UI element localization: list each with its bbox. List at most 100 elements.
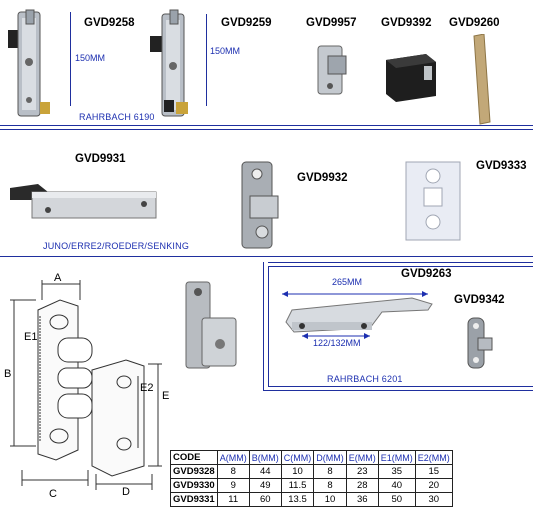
dimension-label-265: 265MM — [332, 277, 363, 287]
striker-icon — [317, 45, 347, 95]
table-cell: 13.5 — [280, 492, 315, 507]
table-cell: 10 — [280, 464, 315, 479]
diagram-label-e: E — [162, 390, 170, 402]
table-cell: 15 — [414, 464, 453, 479]
arrow-icon — [282, 291, 428, 297]
table-cell: 28 — [345, 478, 379, 493]
divider-top — [0, 125, 533, 126]
code-gvd9342: GVD9342 — [454, 294, 505, 306]
technical-drawing — [2, 270, 168, 506]
code-gvd9957: GVD9957 — [306, 17, 357, 29]
table-cell: 35 — [377, 464, 416, 479]
dimension-line — [70, 12, 71, 106]
product-image-gvd9260 — [468, 33, 494, 126]
table-row: GVD9330 9 49 11.5 8 28 40 20 — [170, 478, 453, 493]
diagram-label-e1: E1 — [24, 331, 38, 343]
table-header: C(MM) — [280, 450, 315, 465]
hinge-diagram — [10, 280, 162, 490]
product-image-gvd9932 — [238, 160, 286, 250]
hook-icon — [467, 317, 493, 369]
code-gvd9932: GVD9932 — [297, 172, 348, 184]
divider-middle — [0, 256, 533, 257]
table-header: CODE — [170, 450, 218, 465]
table-cell: GVD9331 — [170, 492, 218, 507]
latch-icon — [8, 9, 50, 117]
table-header: E(MM) — [345, 450, 379, 465]
keeper-icon — [241, 161, 279, 249]
dimension-label-9258: 150MM — [75, 53, 106, 63]
code-gvd9392: GVD9392 — [381, 17, 432, 29]
latch-icon — [150, 9, 188, 117]
box-left-border-2 — [268, 266, 269, 386]
arrow-icon — [302, 333, 370, 339]
table-cell: 49 — [248, 478, 282, 493]
product-image-gvd9333 — [404, 160, 462, 242]
diagram-label-d: D — [122, 486, 130, 498]
lever-handle-icon — [285, 297, 433, 333]
table-cell: GVD9330 — [170, 478, 218, 493]
note-rahrbach-6190: RAHRBACH 6190 — [79, 112, 155, 122]
spec-table: CODE A(MM) B(MM) C(MM) D(MM) E(MM) E1(MM… — [170, 450, 453, 507]
box-top-border — [268, 262, 533, 263]
product-image-gvd9957 — [312, 42, 352, 98]
diagram-label-b: B — [4, 368, 12, 380]
table-cell: 23 — [345, 464, 379, 479]
dimension-arrow-122 — [300, 327, 372, 339]
code-gvd9260: GVD9260 — [449, 17, 500, 29]
plate-icon — [405, 161, 461, 241]
dimension-label-9259: 150MM — [210, 46, 241, 56]
table-cell: 40 — [377, 478, 416, 493]
diagram-label-a: A — [54, 272, 62, 284]
dimension-arrow-265 — [280, 285, 430, 297]
product-image-gvd9392 — [380, 50, 440, 106]
table-cell: 8 — [313, 464, 347, 479]
table-header: A(MM) — [216, 450, 250, 465]
table-cell: 50 — [377, 492, 416, 507]
box-top-border-2 — [268, 266, 533, 267]
product-image-gvd9931 — [8, 178, 160, 224]
table-header: E2(MM) — [414, 450, 453, 465]
table-header-row: CODE A(MM) B(MM) C(MM) D(MM) E(MM) E1(MM… — [170, 450, 453, 465]
product-image-gvd9263 — [282, 292, 438, 342]
table-cell: 20 — [414, 478, 453, 493]
note-juno-erre2: JUNO/ERRE2/ROEDER/SENKING — [43, 241, 190, 251]
box-bottom-border — [263, 390, 533, 391]
diagram-label-e2: E2 — [140, 382, 154, 394]
code-gvd9931: GVD9931 — [75, 153, 126, 165]
product-image-gvd9258 — [4, 4, 64, 122]
table-cell: 8 — [216, 464, 250, 479]
table-cell: 8 — [313, 478, 347, 493]
table-cell: 10 — [313, 492, 347, 507]
code-gvd9333: GVD9333 — [476, 160, 527, 172]
table-cell: 11 — [216, 492, 250, 507]
code-gvd9263: GVD9263 — [401, 268, 452, 280]
table-cell: 9 — [216, 478, 250, 493]
table-header: B(MM) — [248, 450, 282, 465]
block-latch-icon — [386, 54, 436, 102]
divider-top-2 — [0, 129, 533, 130]
table-cell: 11.5 — [280, 478, 315, 493]
note-rahrbach-6201: RAHRBACH 6201 — [327, 374, 403, 384]
box-bottom-border-2 — [268, 386, 533, 387]
table-header: D(MM) — [313, 450, 347, 465]
code-gvd9258: GVD9258 — [84, 17, 135, 29]
code-gvd9259: GVD9259 — [221, 17, 272, 29]
product-photo-hinge — [180, 278, 250, 376]
wood-strip-icon — [473, 33, 491, 125]
dimension-line — [206, 14, 207, 106]
door-closer-icon — [10, 184, 157, 219]
table-cell: GVD9328 — [170, 464, 218, 479]
table-row: GVD9331 11 60 13.5 10 36 50 30 — [170, 492, 453, 507]
table-cell: 30 — [414, 492, 453, 507]
product-image-gvd9342 — [460, 314, 500, 372]
table-header: E1(MM) — [377, 450, 416, 465]
diagram-label-c: C — [49, 488, 57, 500]
product-image-gvd9259 — [146, 6, 206, 122]
table-row: GVD9328 8 44 10 8 23 35 15 — [170, 464, 453, 479]
table-cell: 44 — [248, 464, 282, 479]
dimension-label-122: 122/132MM — [313, 338, 361, 348]
table-cell: 60 — [248, 492, 282, 507]
box-left-border — [263, 262, 264, 390]
hinge-photo-icon — [185, 281, 237, 369]
table-cell: 36 — [345, 492, 379, 507]
